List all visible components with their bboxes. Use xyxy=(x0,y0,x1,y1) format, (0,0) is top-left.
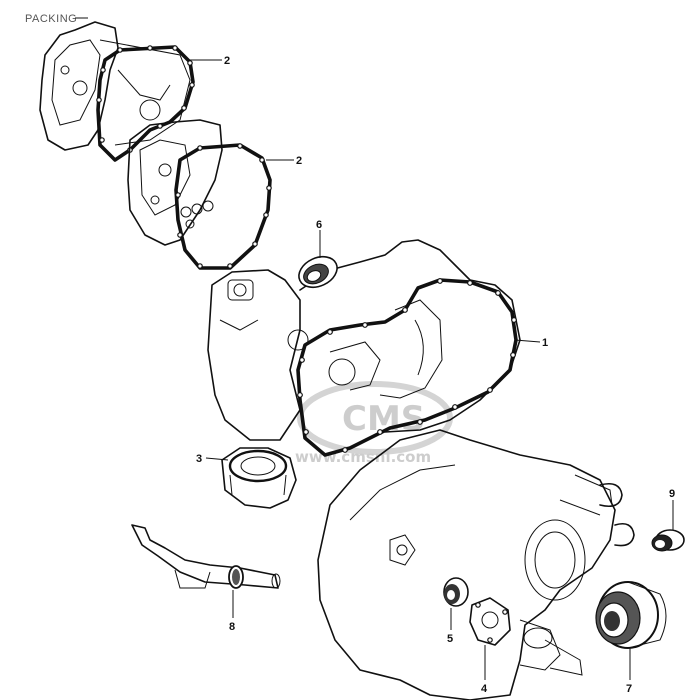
flange-4 xyxy=(469,597,511,646)
diagram-title: PACKING xyxy=(25,13,78,25)
callout-9: 9 xyxy=(669,488,675,500)
svg-text:www.cmsnl.com: www.cmsnl.com xyxy=(295,448,431,466)
upper-case-housing xyxy=(39,21,191,151)
crankcase-housing xyxy=(207,239,521,441)
oil-seal-6 xyxy=(298,255,338,289)
callout-4: 4 xyxy=(481,683,488,695)
bushing-9 xyxy=(651,529,685,552)
callout-2-top: 2 xyxy=(224,55,230,67)
middle-case-housing xyxy=(127,119,223,246)
callout-7: 7 xyxy=(626,683,632,695)
callout-3: 3 xyxy=(196,453,202,465)
bearing-7 xyxy=(595,581,667,649)
lower-case-housing xyxy=(317,429,635,700)
gasket-2-middle xyxy=(174,143,272,270)
callout-2-mid: 2 xyxy=(296,155,302,167)
leader-lines xyxy=(75,17,674,680)
callout-1: 1 xyxy=(542,337,548,349)
shaft-8 xyxy=(131,524,281,589)
callout-8: 8 xyxy=(229,621,235,633)
watermark-logo: CMS www.cmsnl.com xyxy=(295,381,453,466)
gasket-2-upper xyxy=(96,45,195,162)
callout-5: 5 xyxy=(447,633,453,645)
seal-5 xyxy=(443,577,469,607)
part-3-housing xyxy=(221,447,297,509)
callout-6: 6 xyxy=(316,219,322,231)
gasket-1 xyxy=(296,278,518,457)
